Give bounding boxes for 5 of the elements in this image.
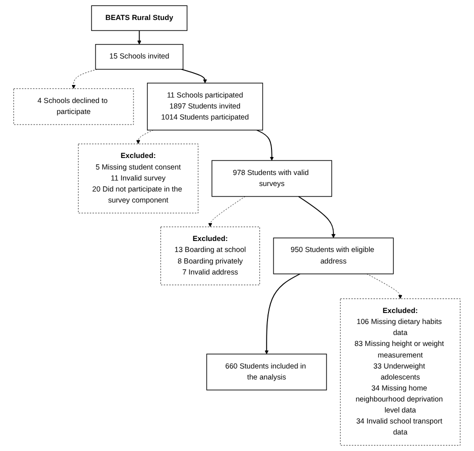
arrow	[264, 273, 301, 354]
arrow	[181, 68, 208, 84]
arrow	[298, 196, 336, 238]
arrow	[256, 130, 274, 161]
arrow	[137, 30, 142, 45]
